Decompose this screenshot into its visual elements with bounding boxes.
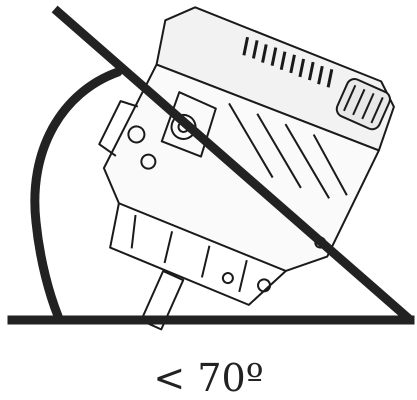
- angle-caption: < 70º: [153, 356, 264, 400]
- cooling-fins: [242, 36, 334, 88]
- angle-arc: [30, 67, 123, 321]
- tilt-limit-line: [51, 5, 415, 325]
